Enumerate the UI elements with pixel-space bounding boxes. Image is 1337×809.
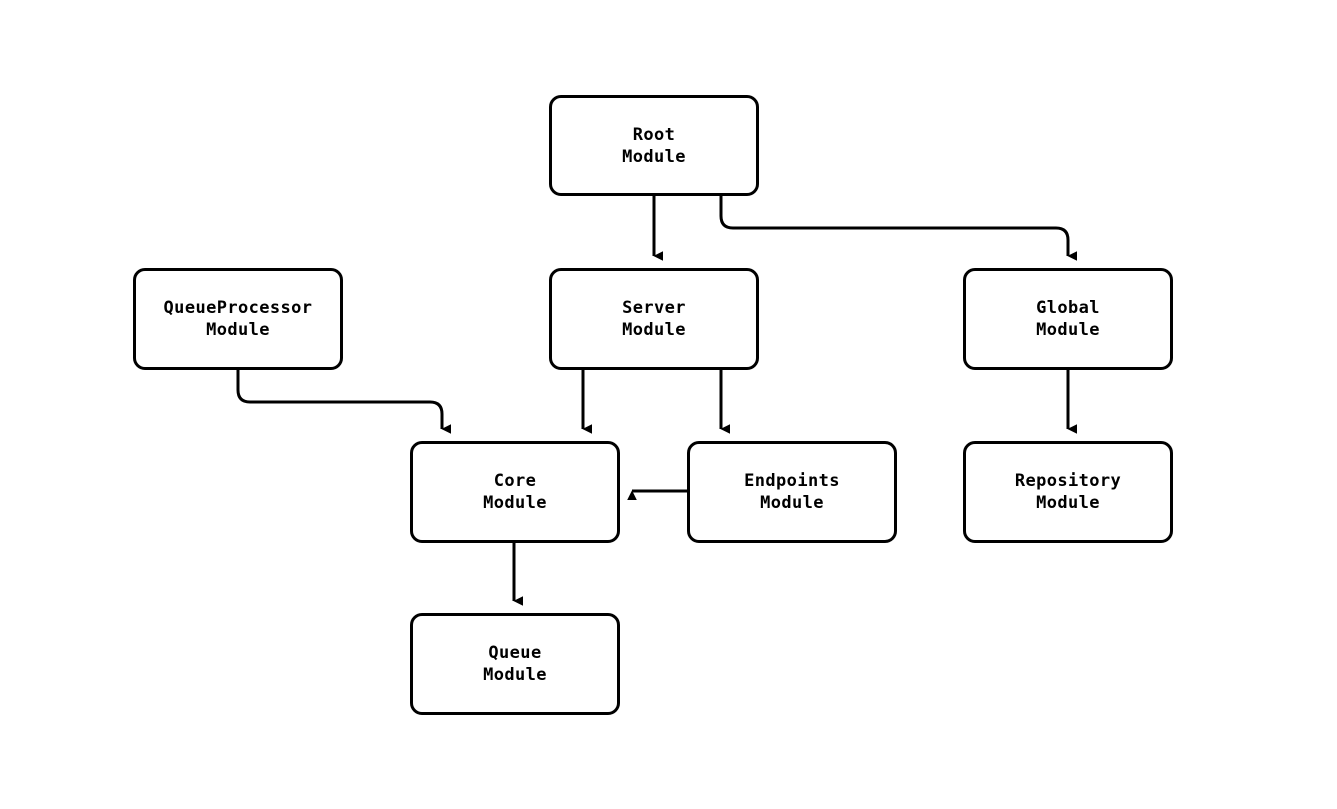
node-queueprocessor-module-line2: Module bbox=[206, 320, 270, 340]
node-endpoints-module-line1: Endpoints bbox=[744, 471, 840, 491]
node-queueprocessor-module[interactable]: QueueProcessor Module bbox=[133, 268, 343, 370]
node-core-module-line2: Module bbox=[483, 493, 547, 513]
node-core-module[interactable]: Core Module bbox=[410, 441, 620, 543]
node-repository-module-line1: Repository bbox=[1014, 471, 1122, 491]
node-global-module[interactable]: Global Module bbox=[963, 268, 1173, 370]
node-queue-module-line1: Queue bbox=[488, 643, 542, 663]
node-global-module-line2: Module bbox=[1036, 320, 1100, 340]
node-server-module[interactable]: Server Module bbox=[549, 268, 759, 370]
node-global-module-line1: Global bbox=[1036, 298, 1100, 318]
node-repository-module[interactable]: Repository Module bbox=[963, 441, 1173, 543]
node-root-module-line2: Module bbox=[622, 146, 686, 167]
node-core-module-line1: Core bbox=[493, 471, 537, 491]
node-queue-module-line2: Module bbox=[483, 665, 547, 685]
node-endpoints-module[interactable]: Endpoints Module bbox=[687, 441, 897, 543]
node-server-module-line1: Server bbox=[622, 298, 686, 318]
node-endpoints-module-line2: Module bbox=[760, 493, 824, 513]
node-repository-module-line2: Module bbox=[1036, 493, 1100, 513]
node-root-module-line1: Root bbox=[632, 124, 676, 145]
node-queueprocessor-module-line1: QueueProcessor bbox=[163, 298, 313, 318]
node-queue-module[interactable]: Queue Module bbox=[410, 613, 620, 715]
node-server-module-line2: Module bbox=[622, 320, 686, 340]
edge-root-to-global bbox=[719, 196, 1077, 261]
node-root-module[interactable]: Root Module bbox=[549, 95, 759, 196]
edge-queueprocessor-to-core bbox=[236, 370, 451, 434]
